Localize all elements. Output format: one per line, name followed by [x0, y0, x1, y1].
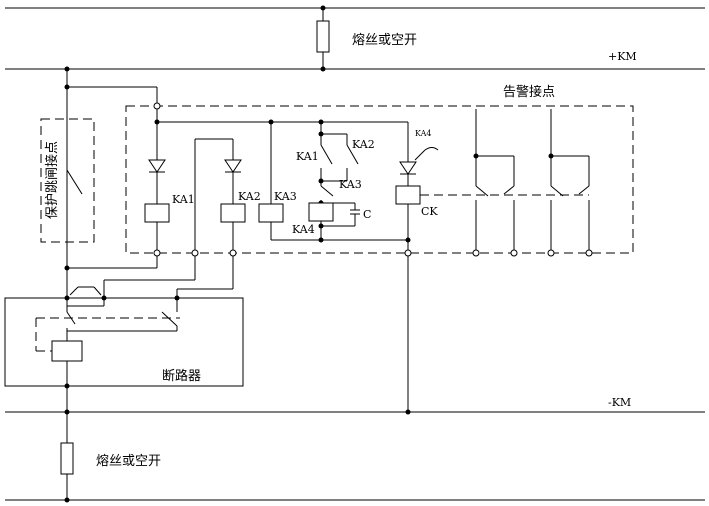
ka1-coil-label: KA1: [172, 193, 195, 206]
ka3-coil: [258, 203, 284, 223]
ka4-coil: [308, 202, 334, 222]
fuse-bottom-label: 熔丝或空开: [96, 454, 161, 469]
ka2-coil-label: KA2: [238, 190, 261, 203]
ka4-contact-label: KA4: [292, 223, 315, 236]
ck-label: CK: [421, 205, 438, 218]
ka2-coil: [220, 203, 246, 223]
internal-rail: [154, 109, 408, 125]
ka3-branch: [258, 122, 408, 243]
ka3-contact-ka4-coil: [308, 181, 360, 240]
ka2-branch: [194, 138, 246, 250]
capacitor-label: C: [363, 208, 371, 221]
protect-trip-label: 保护跳闸接点: [44, 141, 60, 219]
trip-coil: [51, 340, 83, 362]
breaker-label: 断路器: [162, 368, 201, 384]
bus-neg-label: -KM: [608, 396, 631, 409]
ka1-branch: [144, 122, 170, 250]
ka3-coil-label: KA3: [274, 190, 297, 203]
fuse-bottom: [60, 409, 74, 503]
fuse-top-label: 熔丝或空开: [352, 33, 417, 48]
ka3-contact-label: KA3: [339, 178, 362, 191]
ka1-coil: [144, 203, 170, 223]
ck-branch: [395, 122, 439, 415]
bus-pos-label: +KM: [608, 50, 637, 63]
ka2-contact-label: KA2: [352, 138, 375, 151]
alarm-contacts-label: 告警接点: [503, 84, 555, 100]
breaker-wiring: [35, 256, 234, 412]
ck-coil: [395, 185, 421, 205]
protect-trip-branch: [40, 66, 158, 298]
relay-terminals: [153, 102, 593, 257]
relay-unit-box: [125, 105, 634, 254]
alarm-contacts: [420, 109, 590, 250]
fuse-top: [316, 5, 330, 72]
ka1-ka2-contacts: [318, 122, 359, 184]
breaker-box: [4, 297, 244, 387]
ka4-small-label: KA4: [415, 129, 432, 138]
bus-lines: [5, 7, 705, 501]
ka1-contact-label: KA1: [296, 150, 319, 163]
